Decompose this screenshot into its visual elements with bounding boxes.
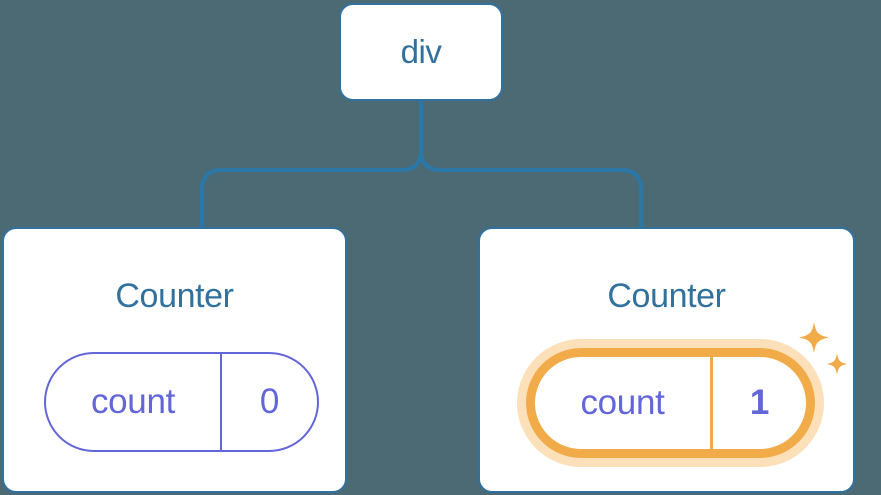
state-pill-count[interactable]: count 0 [44,352,319,452]
component-title: Counter [607,277,726,315]
highlight-ring [526,348,815,458]
state-key-label: count [46,354,222,450]
state-pill-count-highlighted[interactable]: count 1 [517,339,824,467]
component-card-counter-right[interactable]: Counter count 1 [478,227,855,493]
state-key-label: count [535,357,713,449]
node-div[interactable]: div [339,3,503,101]
state-value-label: 1 [749,383,770,422]
state-pill-inner: count 1 [535,357,806,449]
state-value-label: 0 [259,382,280,421]
component-card-counter-left[interactable]: Counter count 0 [2,227,347,493]
component-title: Counter [115,277,234,315]
node-div-label: div [400,33,442,70]
highlight-glow-ring [517,339,824,467]
